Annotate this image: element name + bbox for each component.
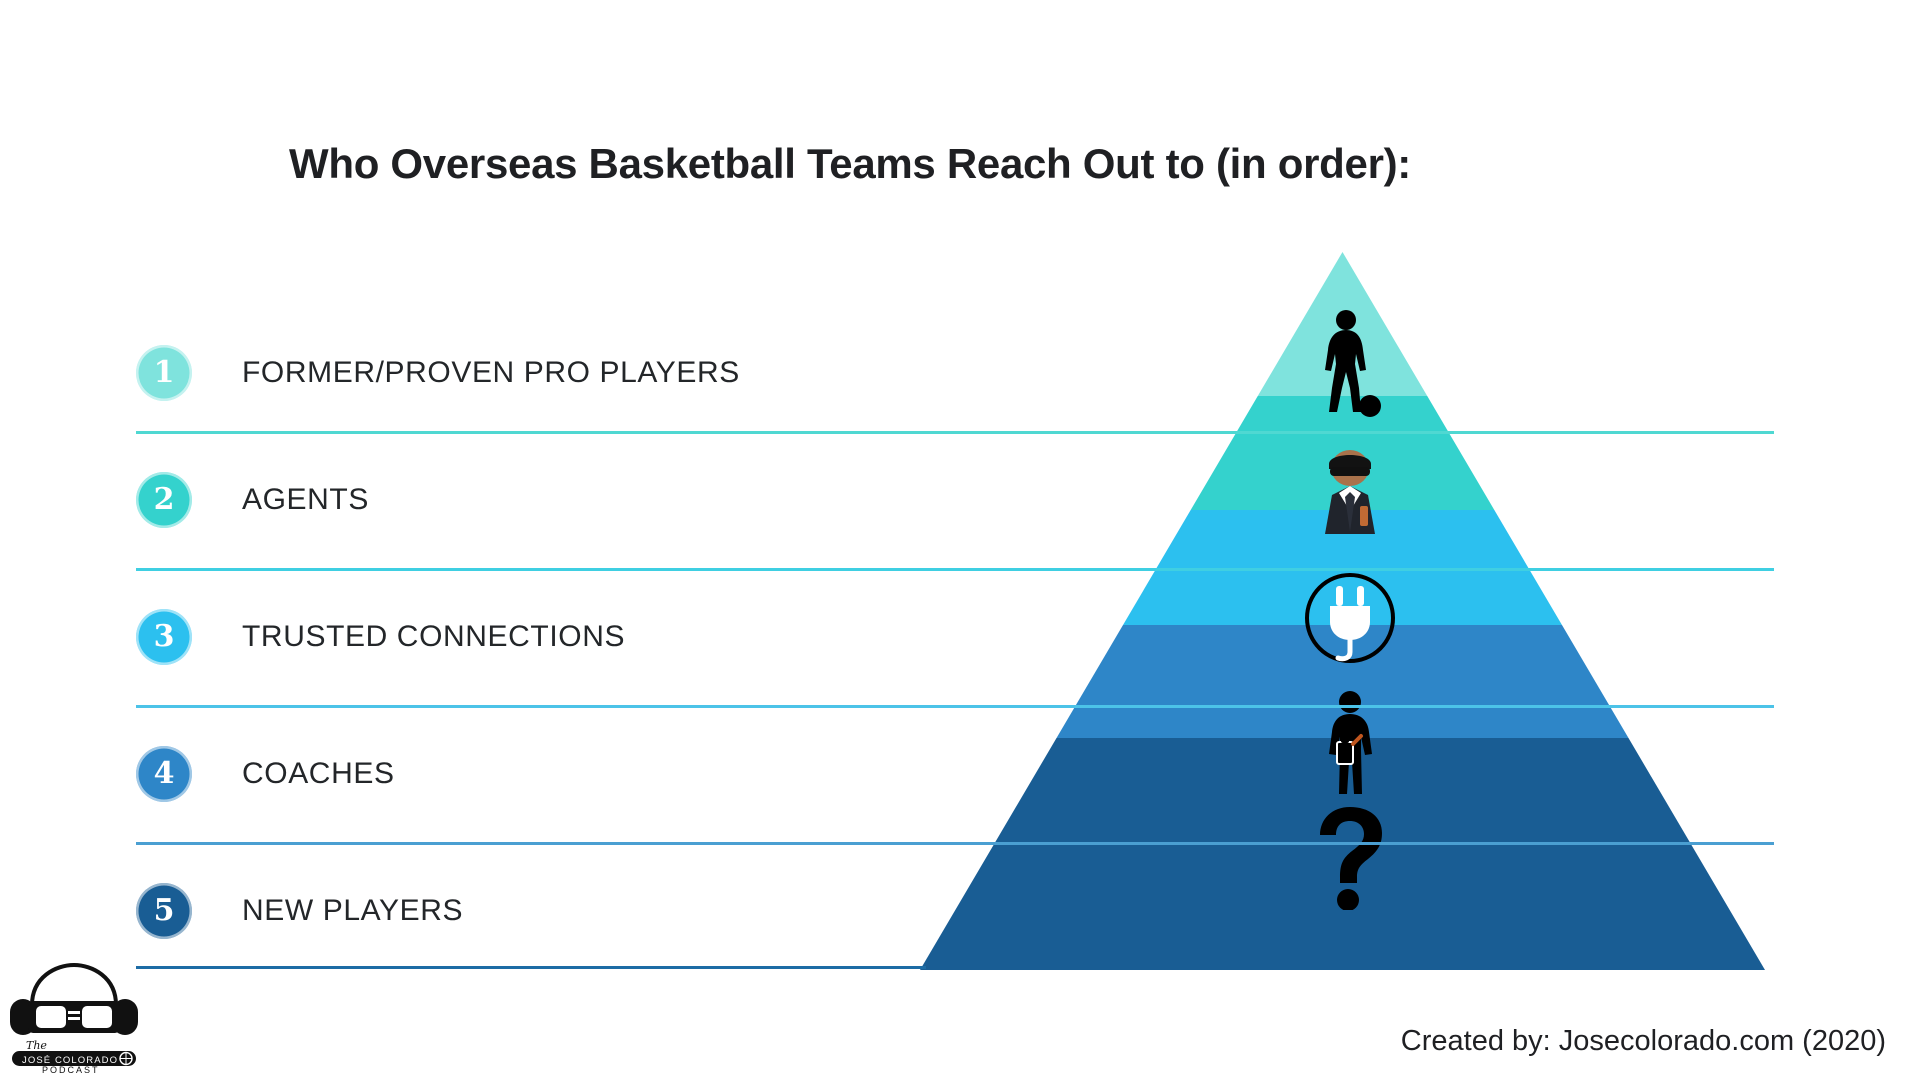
rank-badge: 4 bbox=[136, 746, 192, 802]
list-item-label: AGENTS bbox=[242, 483, 369, 516]
list-item-label: NEW PLAYERS bbox=[242, 894, 464, 927]
list-item-label: TRUSTED CONNECTIONS bbox=[242, 620, 626, 653]
glasses-headphones-icon bbox=[10, 962, 138, 1035]
list-item[interactable]: 3 TRUSTED CONNECTIONS bbox=[136, 602, 625, 672]
list-item[interactable]: 1 FORMER/PROVEN PRO PLAYERS bbox=[136, 338, 740, 408]
rank-number: 5 bbox=[153, 893, 175, 928]
list-item[interactable]: 2 AGENTS bbox=[136, 465, 369, 535]
outreach-priority-pyramid bbox=[920, 252, 1765, 970]
rank-number: 3 bbox=[153, 619, 175, 654]
list-item-label: COACHES bbox=[242, 757, 395, 790]
rank-badge: 3 bbox=[136, 609, 192, 665]
logo-name-pill bbox=[12, 1051, 136, 1066]
rank-badge: 1 bbox=[136, 345, 192, 401]
pyramid-tier-4 bbox=[920, 625, 1765, 738]
pyramid-tier-2 bbox=[920, 396, 1765, 510]
row-divider-4 bbox=[136, 842, 1774, 845]
row-divider-3 bbox=[136, 705, 1774, 708]
pyramid-tier-5 bbox=[920, 738, 1765, 970]
rank-badge: 2 bbox=[136, 472, 192, 528]
row-divider-5 bbox=[136, 966, 926, 969]
page-title: Who Overseas Basketball Teams Reach Out … bbox=[289, 140, 1411, 187]
logo-script-word: The bbox=[26, 1039, 47, 1052]
logo-subtitle: PODCAST bbox=[42, 1065, 100, 1074]
list-item-label: FORMER/PROVEN PRO PLAYERS bbox=[242, 356, 740, 389]
credit-line: Created by: Josecolorado.com (2020) bbox=[1400, 1025, 1886, 1057]
jose-colorado-podcast-logo[interactable]: The JOSÉ COLORADO PODCAST bbox=[4, 959, 144, 1074]
row-divider-2 bbox=[136, 568, 1774, 571]
list-item[interactable]: 4 COACHES bbox=[136, 739, 395, 809]
logo-name: JOSÉ COLORADO bbox=[22, 1055, 118, 1066]
list-item[interactable]: 5 NEW PLAYERS bbox=[136, 876, 463, 946]
rank-number: 2 bbox=[153, 482, 175, 517]
rank-number: 1 bbox=[153, 355, 175, 390]
pyramid-tier-1 bbox=[920, 252, 1765, 396]
row-divider-1 bbox=[136, 431, 1774, 434]
rank-number: 4 bbox=[153, 756, 175, 791]
rank-badge: 5 bbox=[136, 883, 192, 939]
